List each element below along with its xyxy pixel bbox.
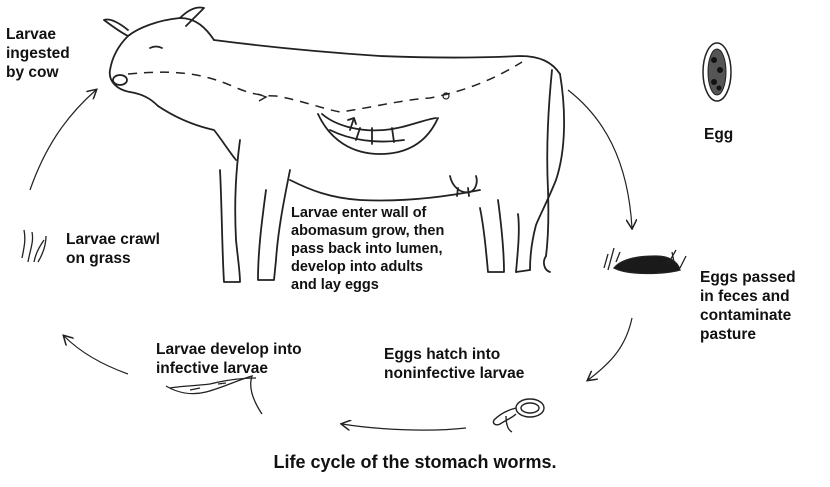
stage-label-infective: Larvae develop into infective larvae bbox=[156, 340, 302, 378]
arrow-infective-to-crawl bbox=[64, 336, 128, 374]
egg-icon bbox=[703, 43, 731, 101]
arrow-cow-to-feces bbox=[568, 90, 632, 228]
stage-label-abomasum: Larvae enter wall of abomasum grow, then… bbox=[291, 204, 444, 294]
arrow-crawl-to-ingested bbox=[30, 90, 96, 190]
arrow-hatch-to-infective bbox=[342, 424, 466, 430]
feces-pasture-icon bbox=[604, 248, 686, 274]
stage-label-crawl: Larvae crawl on grass bbox=[66, 230, 160, 268]
infective-larva-icon bbox=[166, 376, 262, 414]
stage-label-hatch: Eggs hatch into noninfective larvae bbox=[384, 345, 524, 383]
arrow-feces-to-hatch bbox=[588, 318, 632, 380]
figure-caption: Life cycle of the stomach worms. bbox=[0, 452, 830, 473]
ingestion-path bbox=[128, 62, 522, 112]
stage-label-feces: Eggs passed in feces and contaminate pas… bbox=[700, 268, 796, 344]
grass-larvae-icon bbox=[22, 230, 46, 262]
hatching-egg-icon bbox=[493, 399, 544, 432]
stage-label-ingested: Larvae ingested by cow bbox=[6, 25, 70, 82]
stage-label-egg: Egg bbox=[704, 125, 733, 144]
